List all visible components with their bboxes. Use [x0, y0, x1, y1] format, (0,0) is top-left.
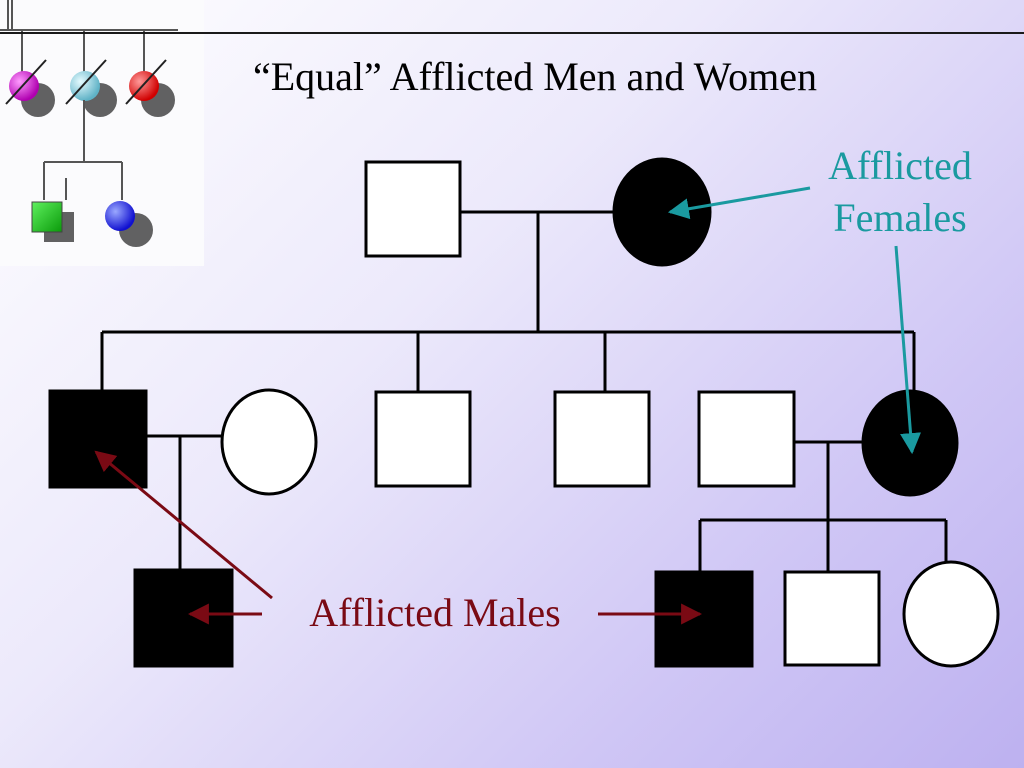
- arrow-to-gen2-female: [894, 245, 922, 455]
- afflicted-males-label: Afflicted Males: [309, 590, 561, 635]
- gen2-affected-male: [48, 389, 148, 489]
- gen1-mother-affected-female: [612, 157, 712, 267]
- gen2-unaffected-male: [553, 390, 651, 488]
- top-rule: [0, 32, 1024, 34]
- gen2-unaffected-male: [374, 390, 472, 488]
- pedigree-logo-icon: [0, 0, 178, 247]
- afflicted-females-label: Afflicted Females: [828, 143, 972, 240]
- logo-panel: [0, 0, 204, 266]
- arrow-to-gen2-male: [94, 450, 273, 600]
- gen3-unaffected-female: [902, 560, 1000, 668]
- gen3-unaffected-male: [783, 570, 881, 667]
- pedigree-lines: [100, 210, 948, 572]
- arrow-to-gen1-female: [667, 186, 811, 220]
- gen3-affected-male: [133, 568, 234, 668]
- gen2-spouse-unaffected-female: [220, 388, 318, 496]
- slide-title: “Equal” Afflicted Men and Women: [252, 54, 818, 99]
- gen1-father-unaffected-male: [364, 160, 462, 258]
- gen3-affected-male: [654, 570, 754, 668]
- gen2-spouse-unaffected-male: [697, 390, 796, 488]
